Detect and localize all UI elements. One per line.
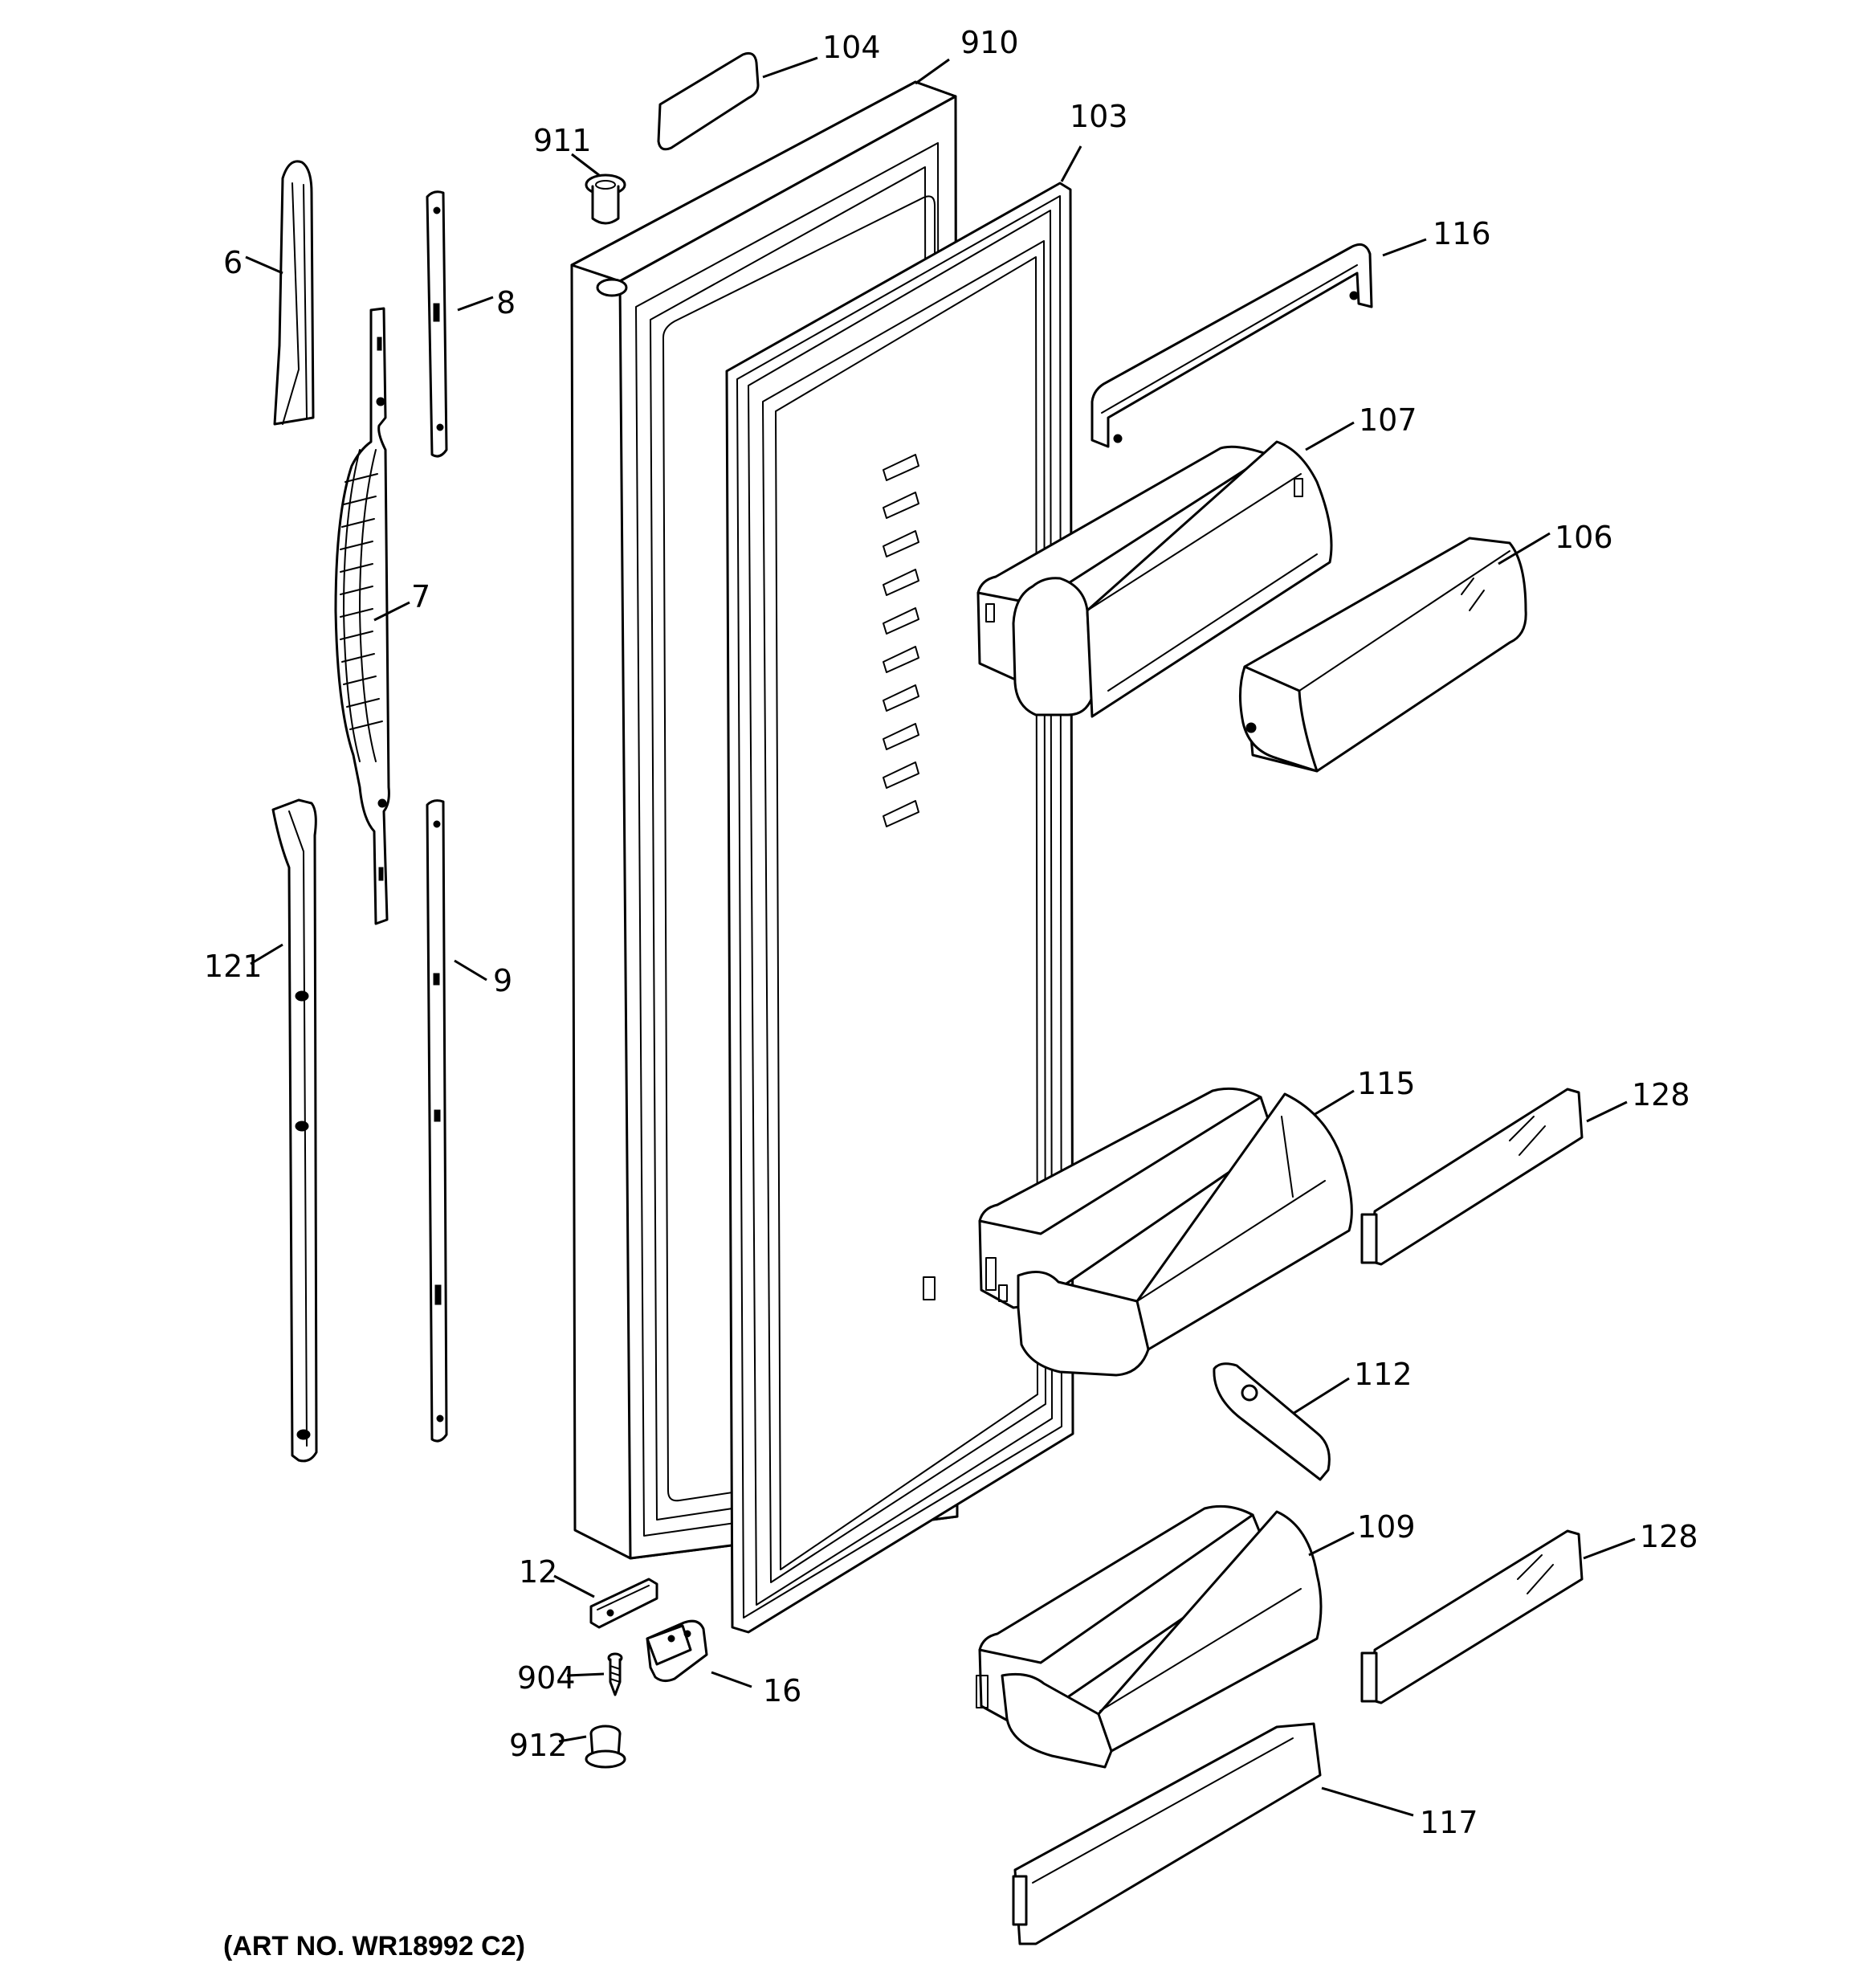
part-7-handle [336,308,389,924]
part-12-hinge-bracket [591,1579,657,1627]
callout-128b: 128 [1640,1519,1698,1554]
callout-labels: 104 910 911 103 116 6 8 107 106 7 121 9 … [204,25,1698,1840]
part-107-door-bin [978,442,1331,716]
handle-grip-ribs [340,474,382,729]
callout-109: 109 [1357,1509,1416,1545]
callout-12: 12 [519,1554,557,1590]
part-16-door-stop [647,1621,707,1680]
leader-lines [246,58,1635,1815]
leader-128a [1587,1102,1627,1121]
callout-912: 912 [509,1728,568,1763]
leader-121 [251,945,283,964]
callout-8: 8 [496,285,516,320]
leader-117 [1322,1788,1413,1815]
leader-128b [1584,1539,1635,1558]
leader-6 [246,257,283,273]
part-128-bin-front-upper [1362,1089,1582,1264]
callout-116: 116 [1433,216,1491,251]
leader-12 [554,1576,594,1597]
leader-910 [915,59,949,84]
leader-8 [458,297,493,310]
leader-109 [1309,1533,1354,1555]
callout-911: 911 [533,123,592,158]
callout-904: 904 [517,1660,576,1696]
part-104-cap [658,53,758,149]
part-911-bushing [586,175,625,223]
callout-115: 115 [1357,1066,1416,1101]
leader-911 [572,154,599,175]
leader-9 [455,961,487,980]
leader-106 [1498,533,1550,564]
part-116-rail [1092,244,1372,447]
leader-912 [559,1737,586,1741]
callout-104: 104 [822,30,881,65]
gasket-tabs [883,455,919,827]
callout-107: 107 [1359,402,1417,438]
leader-107 [1306,423,1354,450]
callout-112: 112 [1354,1357,1413,1392]
part-117-bin-front [1013,1724,1320,1944]
callout-121: 121 [204,949,263,984]
part-9-mount-strip [427,801,446,1441]
part-115-door-bin [980,1088,1351,1375]
callout-117: 117 [1420,1805,1478,1840]
part-106-bin-cover [1240,538,1526,771]
callout-128a: 128 [1632,1077,1690,1112]
part-112-divider [1214,1364,1329,1480]
part-8-mount-strip [427,192,446,456]
callout-6: 6 [223,245,243,280]
part-109-door-bin [976,1506,1321,1767]
callout-16: 16 [763,1673,801,1708]
leader-116 [1383,239,1426,255]
part-103-gasket [727,183,1073,1632]
leader-16 [711,1672,752,1687]
art-number-caption: (ART NO. WR18992 C2) [223,1931,525,1961]
leader-104 [763,58,817,77]
part-128-bin-front-lower [1362,1531,1582,1703]
callout-9: 9 [493,963,512,998]
callout-106: 106 [1555,520,1613,555]
callout-103: 103 [1070,99,1128,134]
leader-7 [374,602,410,620]
part-121-handle-trim [273,800,316,1461]
part-6-handle-cap [275,161,313,424]
part-912-bushing [586,1726,625,1767]
leader-112 [1293,1378,1349,1414]
callout-910: 910 [960,25,1019,60]
leader-904 [567,1674,604,1676]
part-904-screw [609,1654,622,1695]
leader-115 [1314,1091,1354,1115]
leader-103 [1062,146,1081,182]
callout-7: 7 [411,579,430,614]
